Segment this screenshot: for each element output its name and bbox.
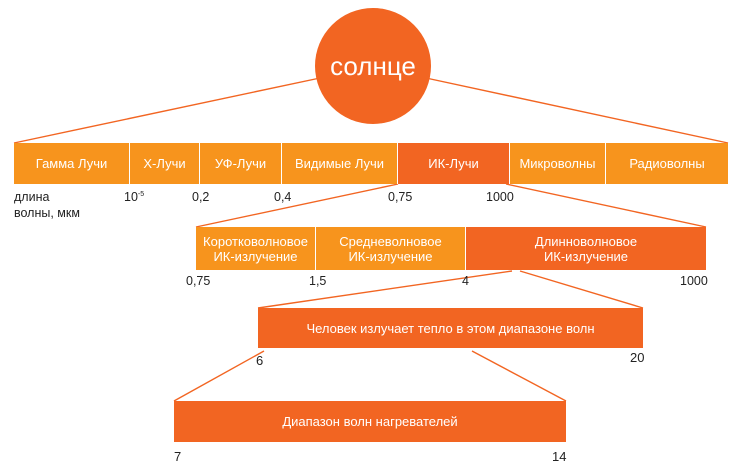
- human-range-label: Человек излучает тепло в этом диапазоне …: [306, 320, 595, 336]
- segment-gamma: Гамма Лучи: [14, 143, 130, 184]
- segment-microwave: Микроволны: [510, 143, 606, 184]
- ir-tick-1000: 1000: [680, 274, 708, 288]
- ir-tick-1-5: 1,5: [309, 274, 327, 288]
- sun-connector-right: [425, 77, 729, 144]
- segment-uv: УФ-Лучи: [200, 143, 282, 184]
- tick-0-2: 0,2: [192, 190, 210, 204]
- heater-range-label: Диапазон волн нагревателей: [282, 414, 458, 429]
- human-connector-left: [173, 350, 265, 402]
- sun-connector-left: [13, 77, 321, 144]
- human-tick-20: 20: [630, 350, 645, 365]
- segment-ir: ИК-Лучи: [398, 143, 510, 184]
- ir-connector-right: [505, 183, 707, 228]
- heater-tick-14: 14: [552, 449, 567, 464]
- ir-connector-left: [195, 183, 399, 228]
- ir-tick-4: 4: [462, 274, 469, 288]
- tick-0-75: 0,75: [388, 190, 413, 204]
- human-connector-right: [471, 350, 567, 402]
- axis-label: длина волны, мкм: [14, 190, 80, 220]
- heater-range-box: Диапазон волн нагревателей: [174, 401, 566, 442]
- tick-0-4: 0,4: [274, 190, 292, 204]
- human-range-box: Человек излучает тепло в этом диапазоне …: [258, 308, 643, 348]
- human-tick-6: 6: [256, 353, 264, 368]
- sun-circle: солнце: [315, 8, 431, 124]
- segment-xray: X-Лучи: [130, 143, 200, 184]
- segment-radio: Радиоволны: [606, 143, 728, 184]
- longwave-connector-left: [257, 270, 513, 309]
- longwave-connector-right: [519, 270, 644, 309]
- tick-1e-5: 10-5: [124, 190, 145, 204]
- segment-visible: Видимые Лучи: [282, 143, 398, 184]
- tick-1000: 1000: [486, 190, 514, 204]
- sun-label: солнце: [330, 50, 416, 81]
- ir-tick-0-75: 0,75: [186, 274, 211, 288]
- spectrum-bar: Гамма Лучи X-Лучи УФ-Лучи Видимые Лучи И…: [14, 143, 728, 184]
- heater-tick-7: 7: [174, 449, 182, 464]
